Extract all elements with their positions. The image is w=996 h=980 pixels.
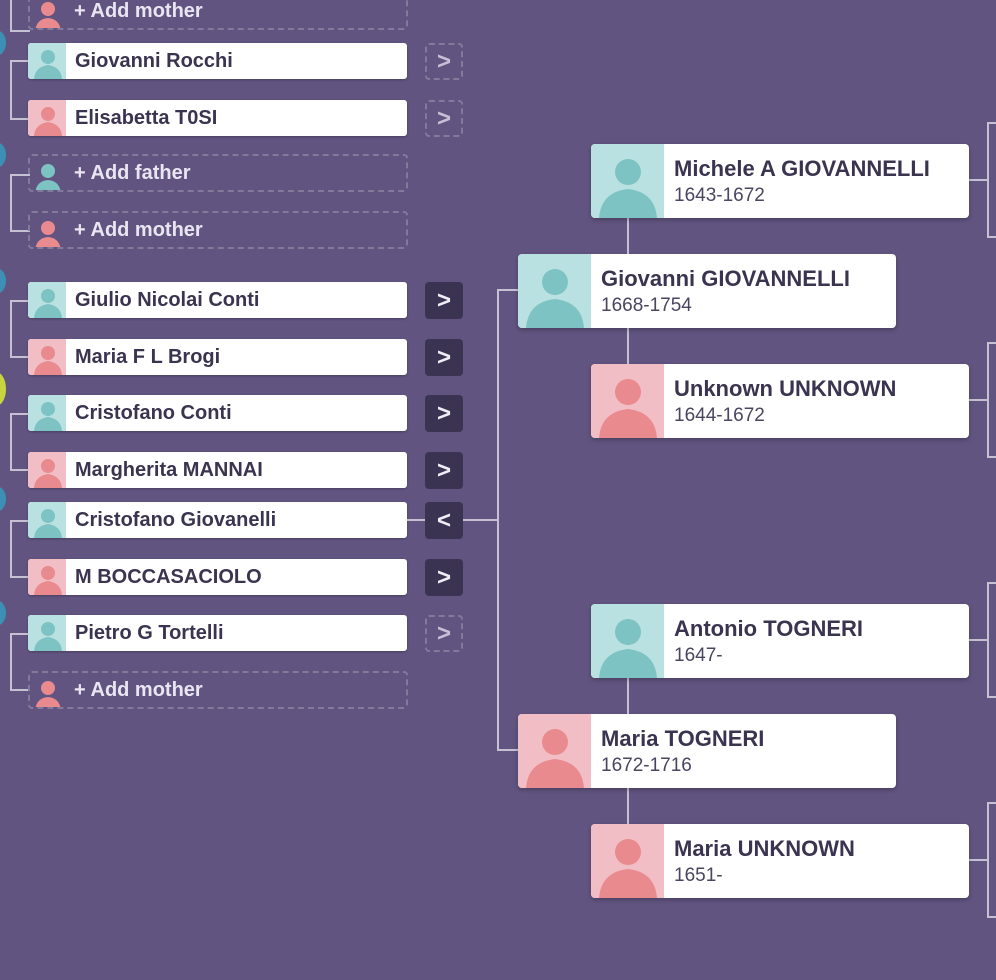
person-dates: 1668-1754 [601, 295, 692, 316]
expand-more-button[interactable]: > [425, 100, 463, 137]
male-avatar-icon [30, 156, 68, 190]
chevron-right-icon: > [436, 456, 451, 484]
female-avatar-icon [30, 673, 68, 707]
person-card-unknown-unknown[interactable]: Unknown UNKNOWN 1644-1672 [591, 364, 969, 438]
person-name: Unknown UNKNOWN [674, 376, 897, 401]
add-father-label: + Add father [74, 161, 191, 184]
collapse-button[interactable]: < [425, 502, 463, 539]
chevron-right-icon: > [436, 286, 451, 314]
expand-button[interactable]: > [425, 339, 463, 376]
male-avatar-icon [28, 43, 66, 79]
person-card-maria-togneri[interactable]: Maria TOGNERI 1672-1716 [518, 714, 896, 788]
add-mother-label: + Add mother [74, 0, 203, 22]
female-avatar-icon [30, 0, 68, 28]
person-card-maria-unknown[interactable]: Maria UNKNOWN 1651- [591, 824, 969, 898]
person-name: Maria UNKNOWN [674, 836, 855, 861]
person-row-m-boccasaciolo[interactable]: M BOCCASACIOLO [28, 559, 407, 595]
add-mother-button[interactable]: + Add mother [28, 0, 408, 30]
person-name: M BOCCASACIOLO [75, 565, 262, 588]
add-mother-button[interactable]: + Add mother [28, 671, 408, 709]
person-card-giovanni-giovannelli[interactable]: Giovanni GIOVANNELLI 1668-1754 [518, 254, 896, 328]
add-mother-button[interactable]: + Add mother [28, 211, 408, 249]
person-name: Cristofano Giovanelli [75, 508, 277, 531]
female-avatar-icon [28, 559, 66, 595]
person-name: Maria F L Brogi [75, 345, 221, 368]
person-row-margherita-mannai[interactable]: Margherita MANNAI [28, 452, 407, 488]
add-mother-label: + Add mother [74, 218, 203, 241]
male-avatar-icon [28, 282, 66, 318]
female-avatar-icon [28, 339, 66, 375]
add-mother-label: + Add mother [74, 678, 203, 701]
generation-marker [0, 600, 6, 626]
generation-marker [0, 142, 6, 168]
person-name: Giulio Nicolai Conti [75, 288, 260, 311]
person-dates: 1647- [674, 645, 723, 666]
person-row-pietro-g-tortelli[interactable]: Pietro G Tortelli [28, 615, 407, 651]
person-name: Giovanni GIOVANNELLI [601, 266, 850, 291]
generation-marker [0, 30, 6, 56]
person-row-giovanni-rocchi[interactable]: Giovanni Rocchi [28, 43, 407, 79]
chevron-right-icon: > [436, 619, 451, 647]
chevron-right-icon: > [436, 47, 451, 75]
female-avatar-icon [518, 714, 591, 788]
person-name: Margherita MANNAI [75, 458, 263, 481]
person-dates: 1644-1672 [674, 405, 765, 426]
female-avatar-icon [30, 213, 68, 247]
person-row-giulio-nicolai-conti[interactable]: Giulio Nicolai Conti [28, 282, 407, 318]
chevron-right-icon: > [436, 104, 451, 132]
person-row-elisabetta-tosi[interactable]: Elisabetta T0SI [28, 100, 407, 136]
expand-button[interactable]: > [425, 559, 463, 596]
person-name: Pietro G Tortelli [75, 621, 224, 644]
female-avatar-icon [591, 824, 664, 898]
male-avatar-icon [591, 144, 664, 218]
person-name: Elisabetta T0SI [75, 106, 218, 129]
chevron-left-icon: < [436, 506, 451, 534]
male-avatar-icon [28, 395, 66, 431]
person-name: Michele A GIOVANNELLI [674, 156, 930, 181]
generation-marker [0, 372, 6, 406]
person-name: Antonio TOGNERI [674, 616, 864, 641]
male-avatar-icon [518, 254, 591, 328]
chevron-right-icon: > [436, 399, 451, 427]
person-row-cristofano-giovanelli[interactable]: Cristofano Giovanelli [28, 502, 407, 538]
person-name: Maria TOGNERI [601, 726, 765, 751]
male-avatar-icon [28, 615, 66, 651]
male-avatar-icon [591, 604, 664, 678]
add-father-button[interactable]: + Add father [28, 154, 408, 192]
person-row-cristofano-conti[interactable]: Cristofano Conti [28, 395, 407, 431]
person-dates: 1651- [674, 865, 723, 886]
expand-button[interactable]: > [425, 282, 463, 319]
expand-button[interactable]: > [425, 395, 463, 432]
female-avatar-icon [28, 452, 66, 488]
generation-marker [0, 268, 6, 294]
person-name: Cristofano Conti [75, 401, 232, 424]
chevron-right-icon: > [436, 563, 451, 591]
chevron-right-icon: > [436, 343, 451, 371]
female-avatar-icon [591, 364, 664, 438]
person-card-michele-giovannelli[interactable]: Michele A GIOVANNELLI 1643-1672 [591, 144, 969, 218]
expand-button[interactable]: > [425, 452, 463, 489]
male-avatar-icon [28, 502, 66, 538]
expand-more-button[interactable]: > [425, 43, 463, 80]
person-row-maria-f-l-brogi[interactable]: Maria F L Brogi [28, 339, 407, 375]
person-dates: 1643-1672 [674, 185, 765, 206]
expand-more-button[interactable]: > [425, 615, 463, 652]
person-dates: 1672-1716 [601, 755, 692, 776]
person-card-antonio-togneri[interactable]: Antonio TOGNERI 1647- [591, 604, 969, 678]
female-avatar-icon [28, 100, 66, 136]
person-name: Giovanni Rocchi [75, 49, 233, 72]
generation-marker [0, 486, 6, 512]
